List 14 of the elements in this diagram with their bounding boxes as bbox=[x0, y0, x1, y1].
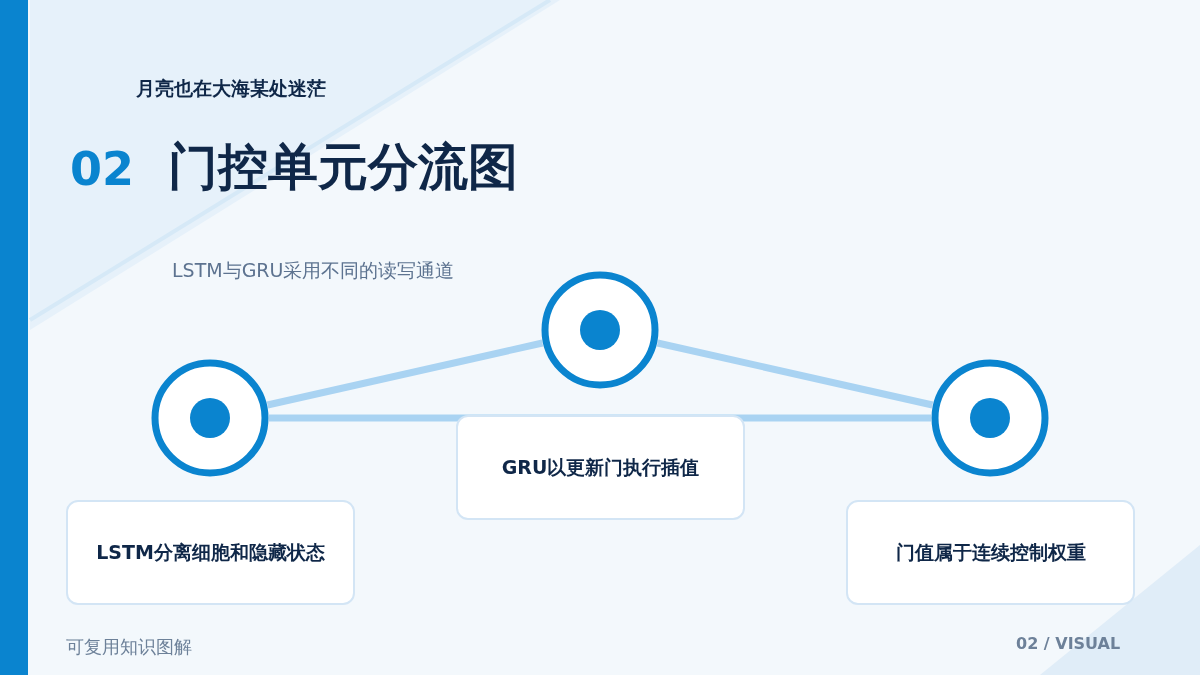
page-tag: 02 / VISUAL bbox=[1016, 634, 1121, 653]
node-circle bbox=[541, 271, 659, 389]
footer-text: 可复用知识图解 bbox=[66, 635, 192, 659]
subtitle: LSTM与GRU采用不同的读写通道 bbox=[172, 258, 455, 283]
connector-line bbox=[266, 339, 544, 409]
text-box: GRU以更新门执行插值 bbox=[456, 415, 745, 520]
tagline: 月亮也在大海某处迷茫 bbox=[136, 76, 326, 101]
node-circle bbox=[151, 359, 269, 477]
node-circle bbox=[931, 359, 1049, 477]
text-box: 门值属于连续控制权重 bbox=[846, 500, 1135, 605]
connector-line bbox=[656, 339, 934, 409]
title: 门控单元分流图 bbox=[168, 137, 518, 198]
text-box: LSTM分离细胞和隐藏状态 bbox=[66, 500, 355, 605]
section-number: 02 bbox=[70, 142, 134, 196]
